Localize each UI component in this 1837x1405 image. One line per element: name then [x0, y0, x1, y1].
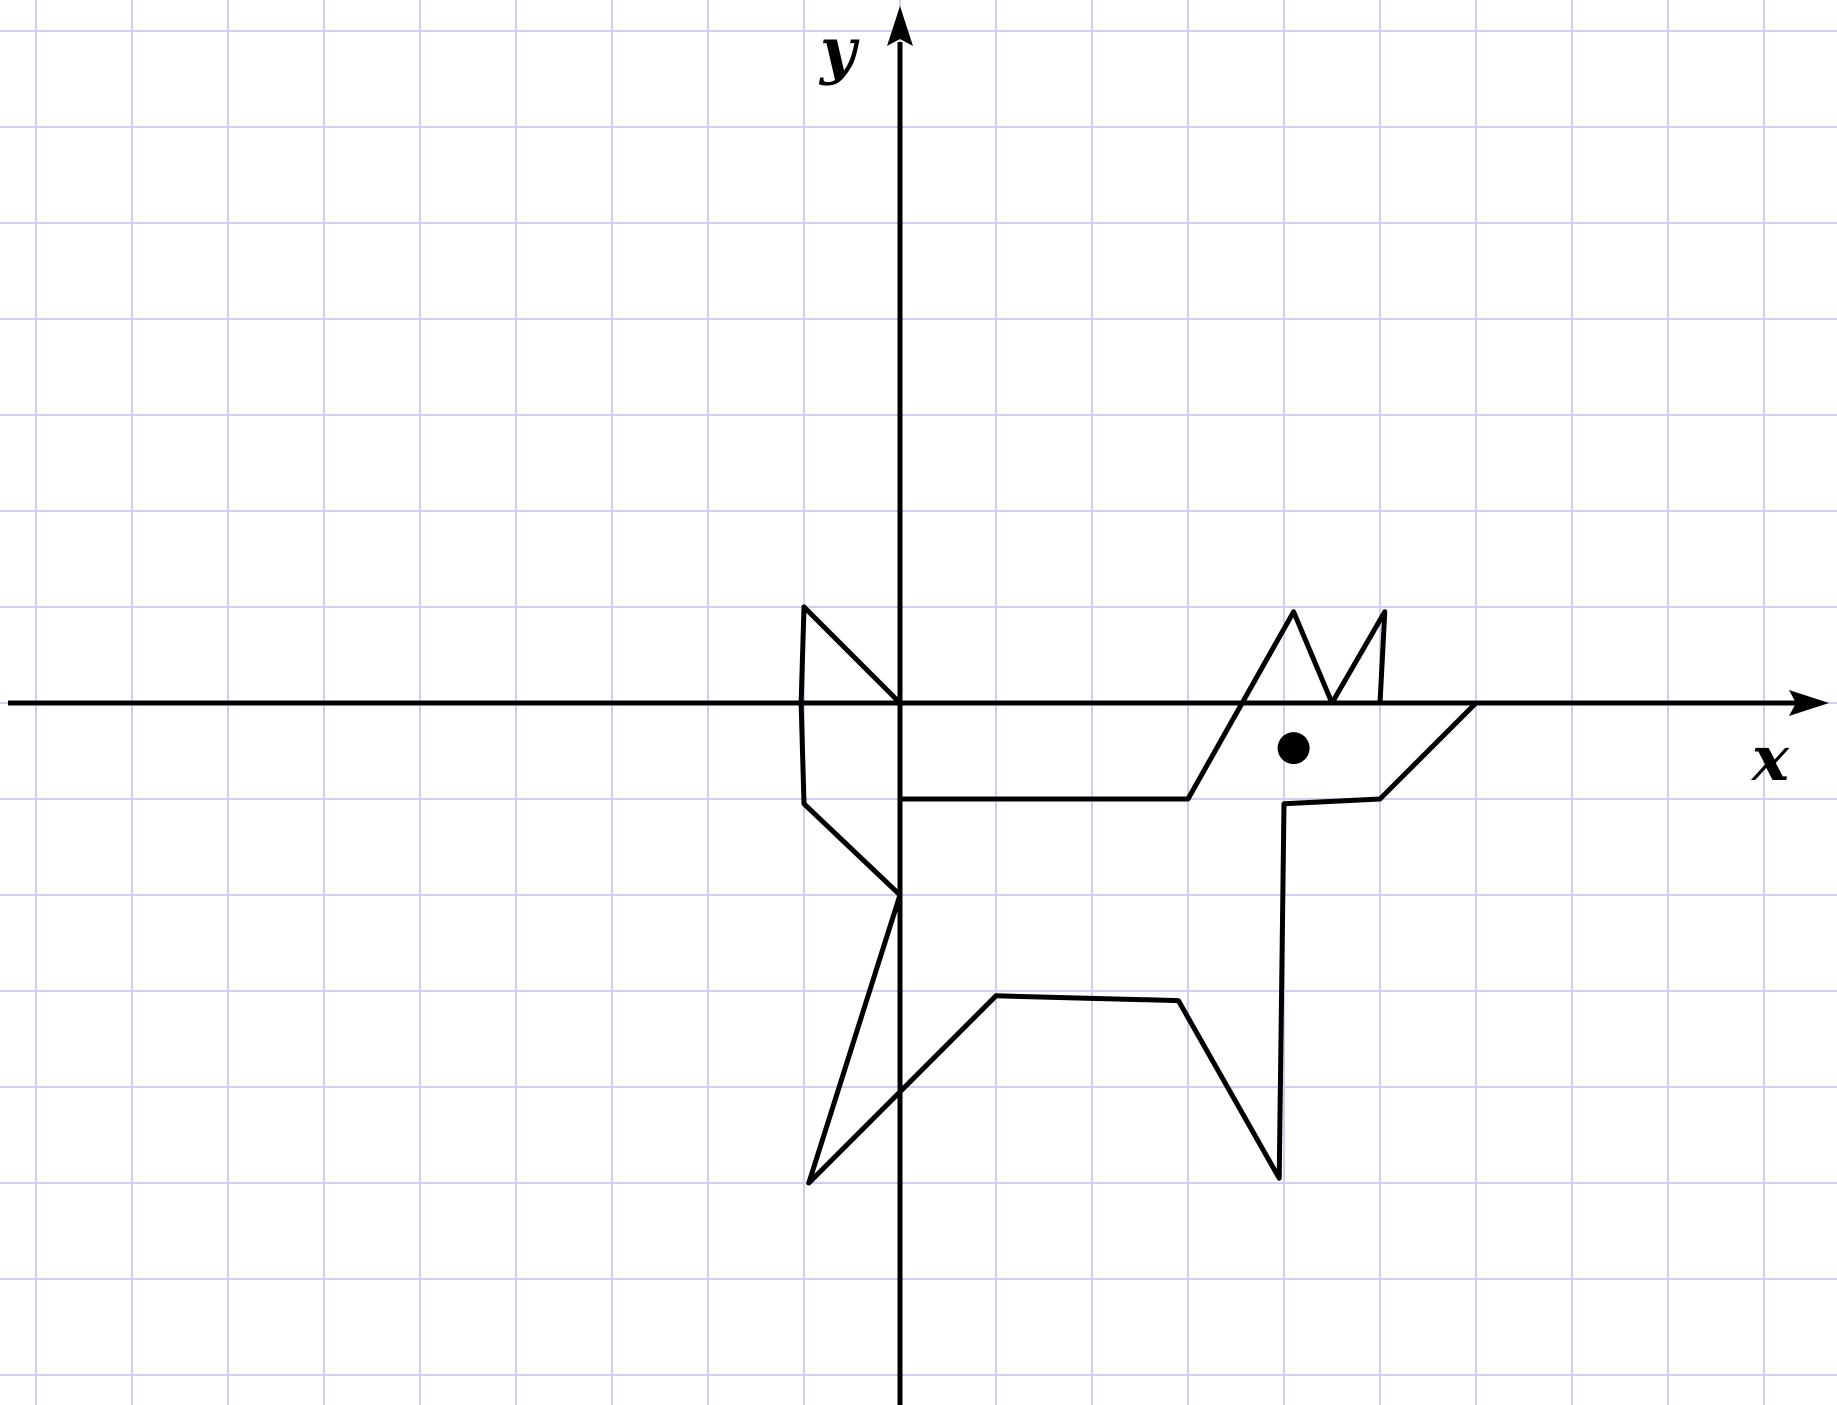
y-axis-label: y	[818, 14, 860, 87]
eye-dot	[1278, 732, 1310, 764]
x-axis-label: x	[1750, 722, 1790, 795]
